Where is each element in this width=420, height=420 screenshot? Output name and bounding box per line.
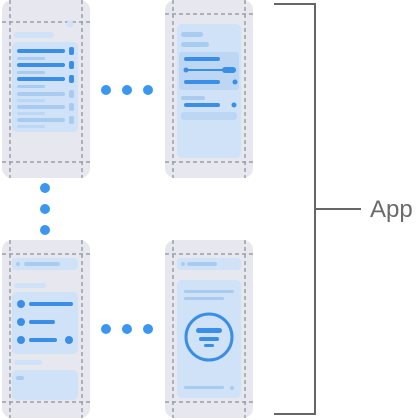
list-rows [17,47,74,128]
connector-dots-vertical [40,183,50,235]
app-label: App [370,196,413,223]
screen-bottom-right [165,240,253,418]
connector-dots-top [101,85,153,95]
app-bracket [274,3,361,415]
screen-top-left [2,0,90,178]
screen-bottom-left [2,240,90,418]
connector-dots-bottom [101,324,153,334]
screen-top-right [165,0,253,178]
